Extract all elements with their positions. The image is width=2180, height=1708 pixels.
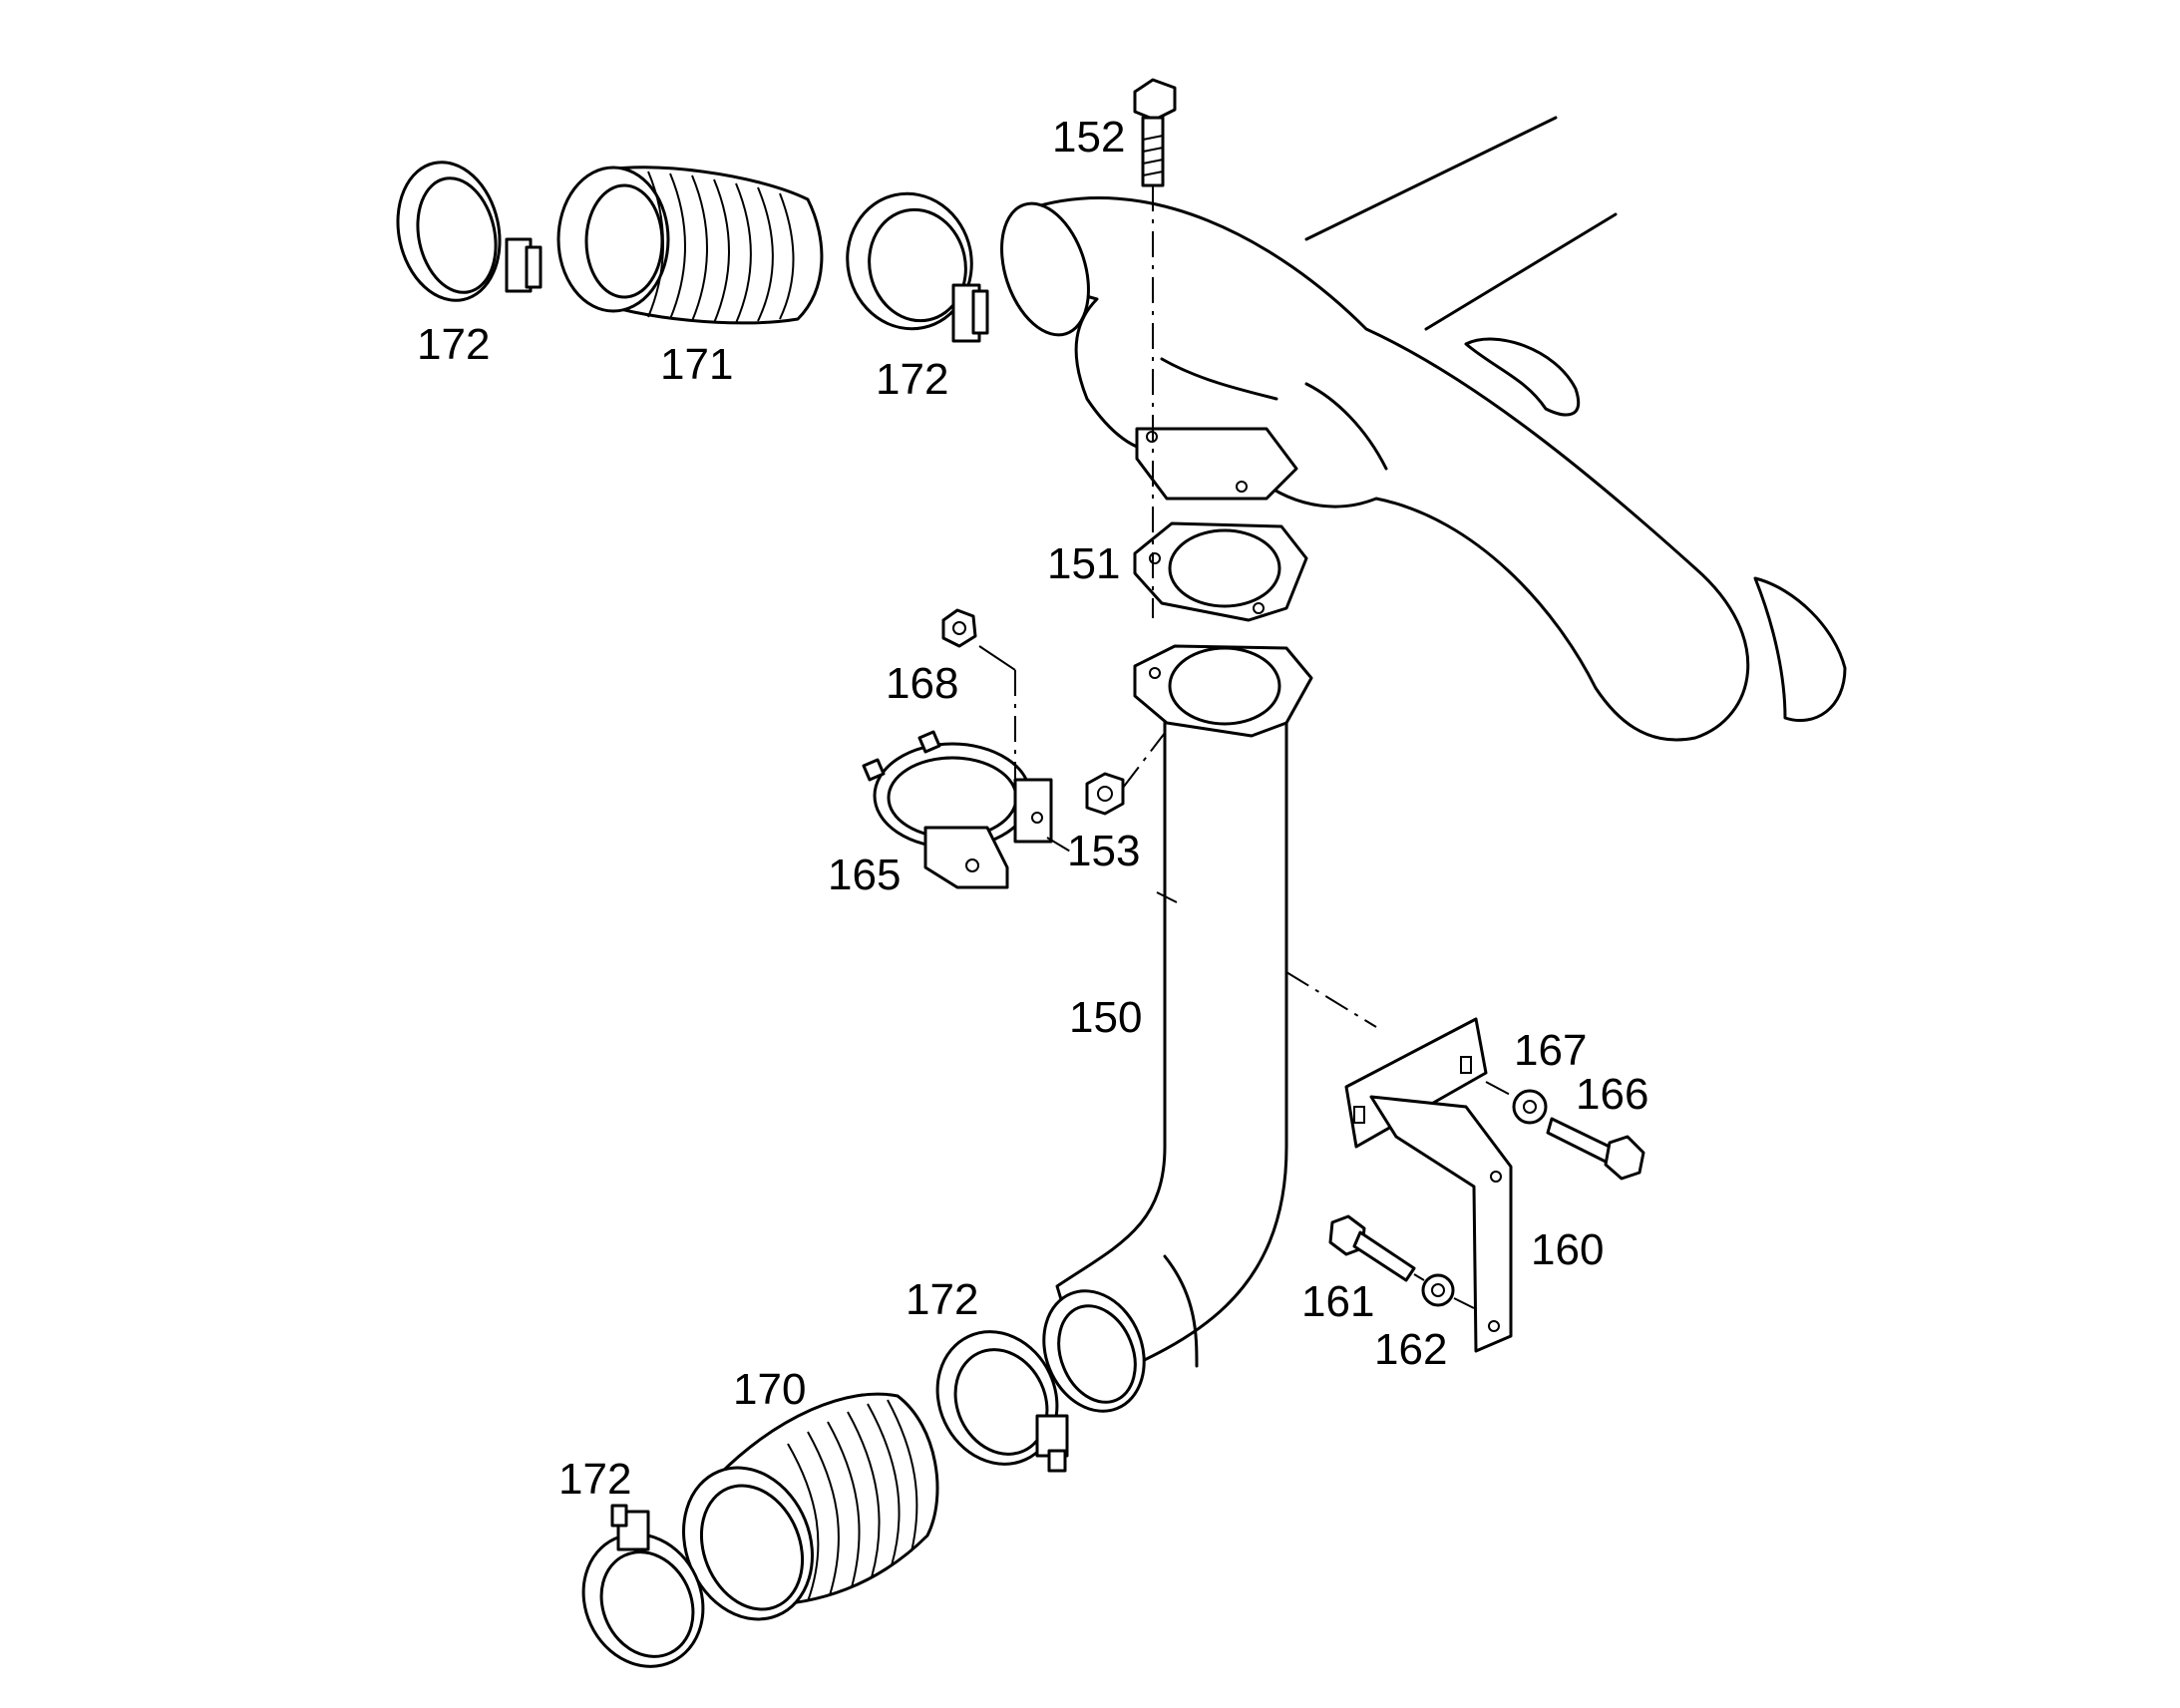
exhaust-pipe-150 xyxy=(1042,644,1313,1413)
nut-168 xyxy=(941,608,977,648)
bolt-152 xyxy=(1133,78,1177,187)
label-150: 150 xyxy=(1069,993,1142,1042)
label-160: 160 xyxy=(1531,1225,1604,1274)
label-172-top-left: 172 xyxy=(417,320,490,369)
label-153: 153 xyxy=(1067,827,1140,875)
washer-167 xyxy=(1512,1089,1548,1125)
hose-clamp-172-top-left xyxy=(396,161,543,302)
label-165: 165 xyxy=(828,851,901,899)
pipe-clamp-bracket-165 xyxy=(862,730,1053,889)
flange-gasket-151 xyxy=(1133,521,1308,622)
callout-labels: 152 172 171 172 151 168 153 165 150 167 … xyxy=(417,113,1648,1504)
label-171: 171 xyxy=(660,340,733,389)
bolt-166 xyxy=(1546,1117,1645,1181)
label-162: 162 xyxy=(1374,1325,1447,1374)
hose-clamp-172-bottom-middle xyxy=(935,1330,1069,1473)
exhaust-manifold xyxy=(1000,116,1847,742)
bellows-171 xyxy=(556,166,824,325)
label-170: 170 xyxy=(733,1365,806,1414)
label-166: 166 xyxy=(1576,1070,1648,1119)
label-161: 161 xyxy=(1301,1277,1374,1326)
nut-153 xyxy=(1085,772,1125,816)
label-172-top-middle: 172 xyxy=(876,355,948,404)
hose-clamp-172-bottom-left xyxy=(581,1504,705,1668)
label-168: 168 xyxy=(886,659,958,708)
leader-lines xyxy=(978,185,1519,1309)
bolt-161 xyxy=(1328,1214,1416,1282)
bellows-170 xyxy=(682,1392,939,1621)
label-151: 151 xyxy=(1047,539,1120,588)
label-172-bottom-left: 172 xyxy=(558,1455,631,1504)
label-172-bottom-middle: 172 xyxy=(906,1275,978,1324)
label-152: 152 xyxy=(1052,113,1125,162)
hose-clamp-172-top-middle xyxy=(846,191,989,343)
washer-162 xyxy=(1421,1273,1455,1307)
label-167: 167 xyxy=(1514,1026,1587,1075)
bracket-160 xyxy=(1344,1017,1513,1353)
